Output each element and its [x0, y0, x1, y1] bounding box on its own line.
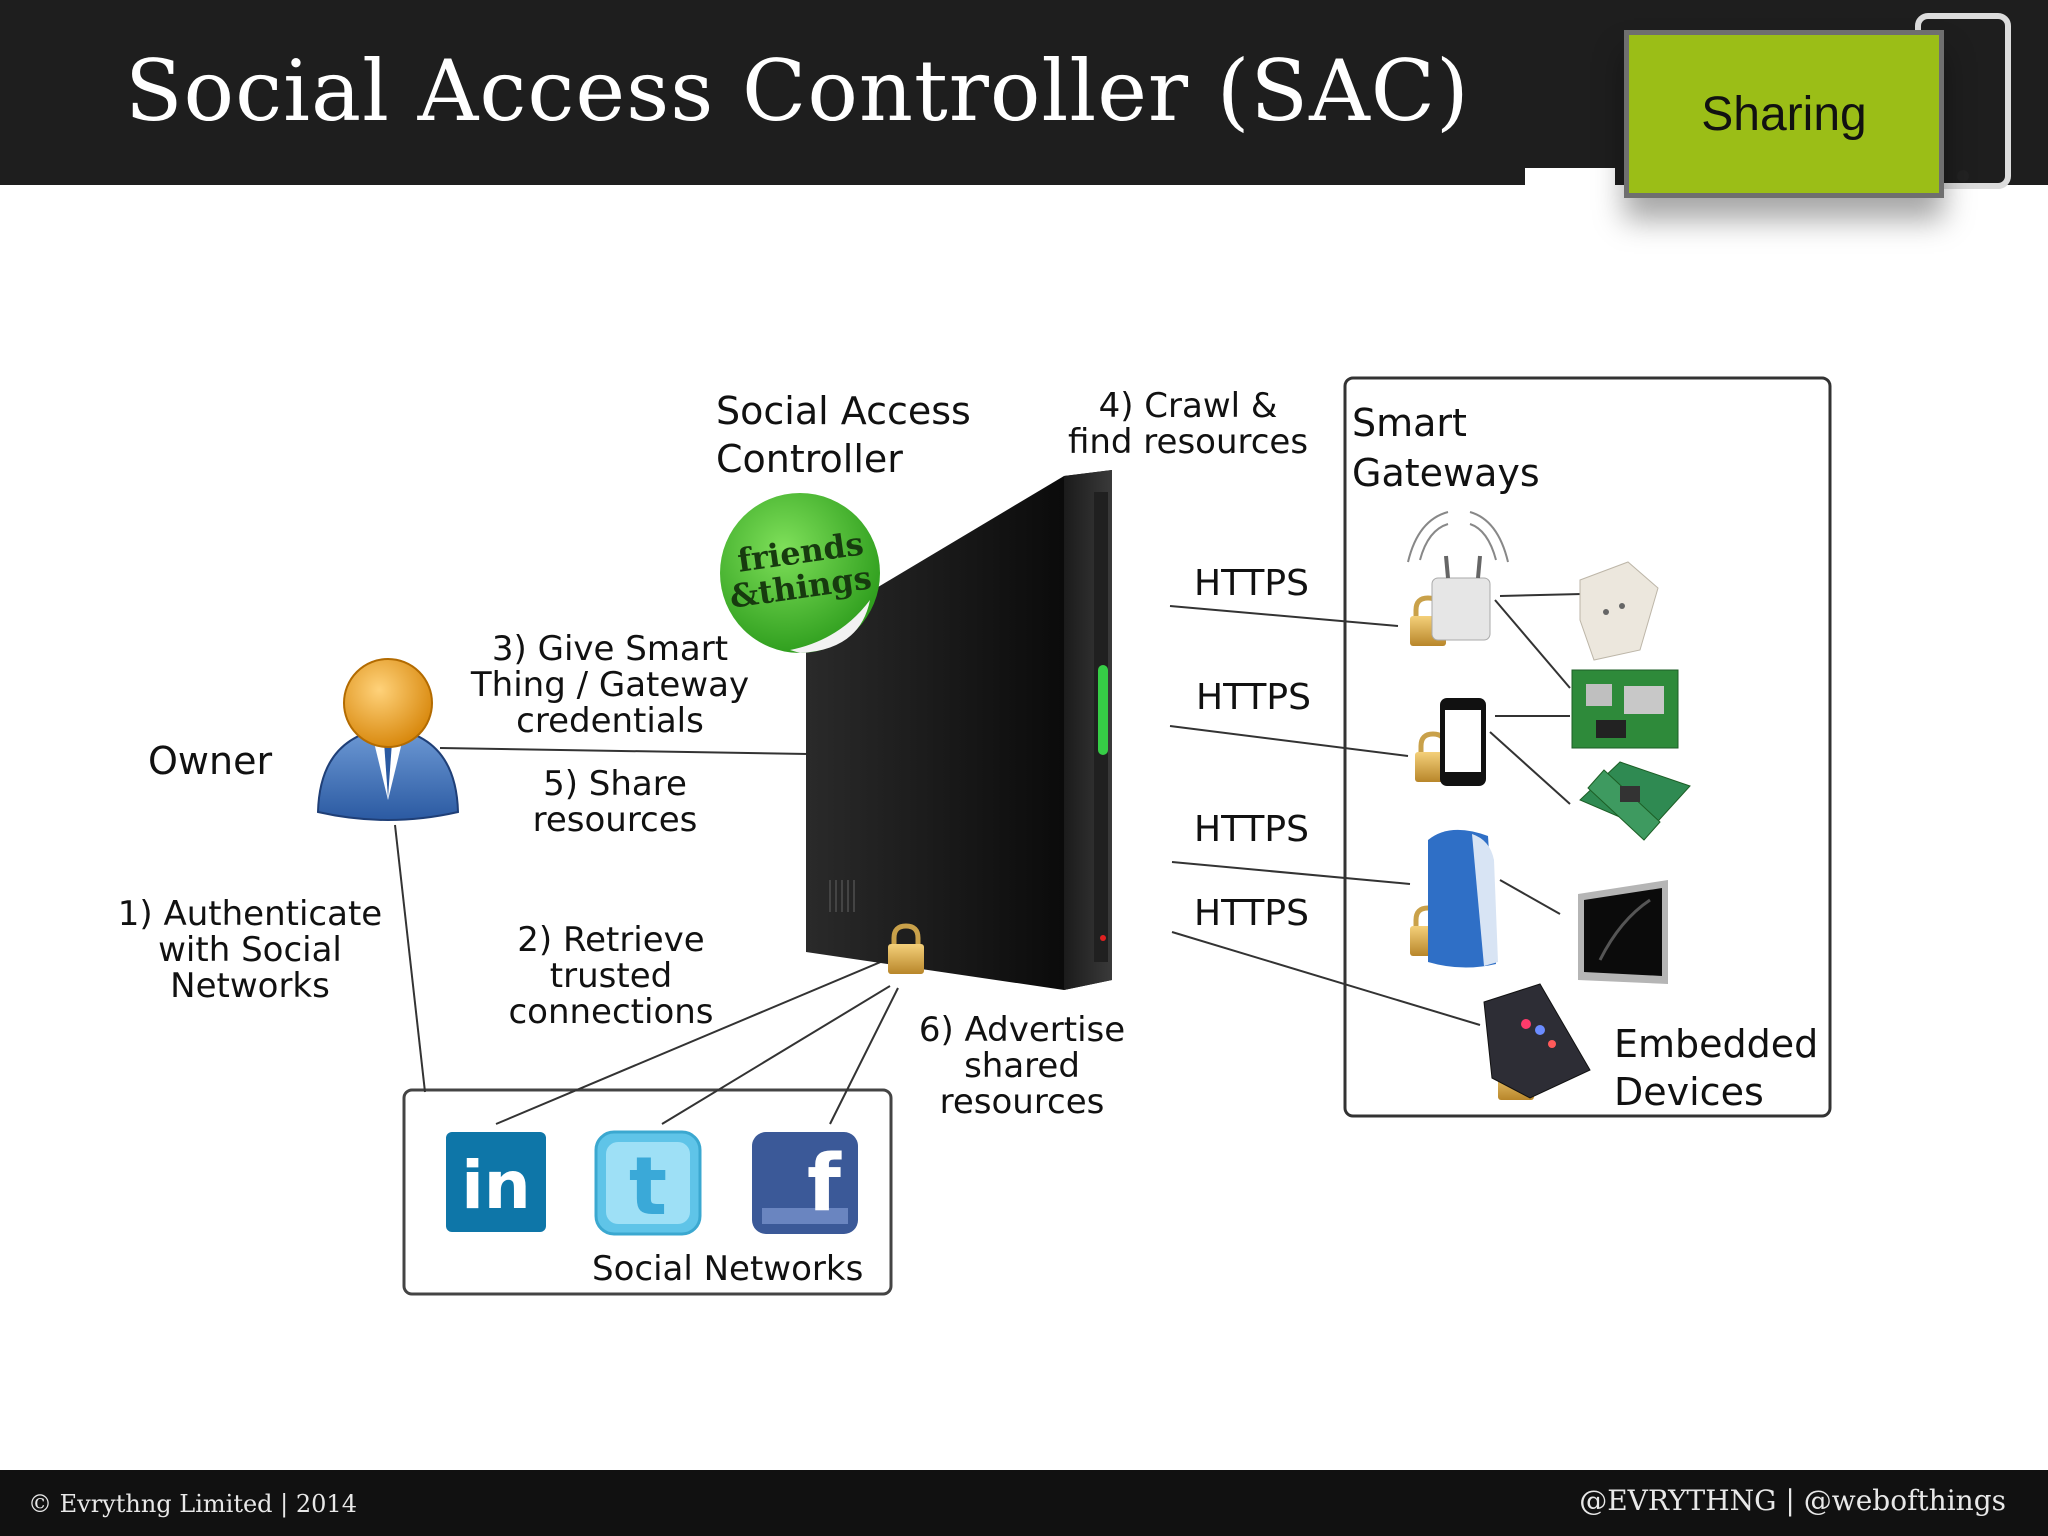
owner-label: Owner [148, 739, 273, 783]
wifi-router-icon [1407, 511, 1509, 641]
social-networks-label: Social Networks [592, 1249, 864, 1289]
slide-title: Social Access Controller (SAC) [125, 42, 1470, 140]
sac-label-line2: Controller [716, 437, 903, 481]
connector-lines [394, 593, 1583, 1125]
facebook-icon: f [752, 1132, 858, 1234]
step4-label: 4) Crawl &find resources [1067, 386, 1309, 462]
https-label-1: HTTPS [1194, 563, 1309, 604]
svg-text:in: in [461, 1147, 531, 1224]
https-label-2: HTTPS [1196, 677, 1311, 718]
owner-person-icon [316, 658, 460, 821]
smartphone-icon [1440, 698, 1486, 786]
circuit-board-icon [1571, 669, 1679, 749]
https-label-4: HTTPS [1194, 893, 1309, 934]
slide-footer: © Evrythng Limited | 2014 @EVRYTHNG | @w… [0, 1470, 2048, 1536]
svg-text:f: f [807, 1139, 842, 1229]
smart-plug-icon [1579, 561, 1659, 661]
twitter-icon: t [594, 1130, 702, 1236]
sharing-badge: Sharing [1624, 30, 1944, 198]
lock-icon [888, 923, 924, 974]
linkedin-icon: in [446, 1132, 546, 1232]
embedded-device-icon [1483, 983, 1591, 1099]
svg-text:t: t [629, 1140, 667, 1233]
https-label-3: HTTPS [1194, 809, 1309, 850]
monitor-display-icon [1578, 880, 1668, 984]
home-gateway-icon [1428, 829, 1498, 968]
sac-server-icon [806, 470, 1112, 990]
sac-label-line1: Social Access [716, 389, 971, 433]
copyright-text: © Evrythng Limited | 2014 [28, 1490, 357, 1518]
friends-and-things-sticker: friends &things [720, 493, 880, 653]
sensor-board-icon [1579, 761, 1691, 841]
social-handles-text: @EVRYTHNG | @webofthings [1579, 1484, 2006, 1517]
